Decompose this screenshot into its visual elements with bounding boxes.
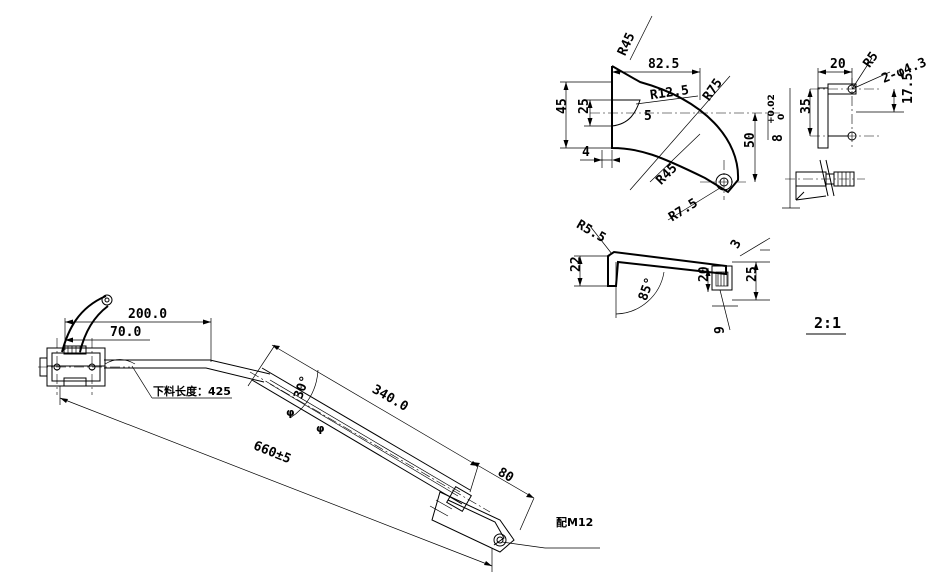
side-dim-17-5-label: 17.5 (901, 73, 916, 104)
lever-dim-3-label: 3 (728, 237, 745, 251)
side-dim-35-label: 35 (799, 98, 814, 114)
thread-note-label: 配M12 (556, 515, 593, 529)
cut-length-label: 下料长度：425 (153, 384, 231, 398)
lever-dim-25-label: 25 (745, 266, 760, 282)
r75-label: R75 (700, 76, 726, 104)
hub-block (38, 338, 130, 395)
dim-80-line: 80 (471, 461, 535, 531)
r45-top-label: R45 (615, 31, 639, 59)
detail-bracket-view: R45 82.5 R12.5 R75 45 25 5 (555, 15, 787, 225)
angle-30: 30° (247, 344, 319, 419)
dim-660-line: 660±5 (59, 386, 493, 572)
dim-8-label: 8 (771, 134, 786, 142)
end-clamp (429, 486, 515, 553)
dim-340-label: 340.0 (369, 382, 411, 415)
phi-mark-a: φ (286, 406, 295, 419)
tol-upper-label: +0.02 (767, 94, 777, 124)
dim-80-label: 80 (495, 465, 516, 486)
upper-rod (104, 359, 271, 383)
dim-70-line: 70.0 (65, 325, 150, 343)
dim-200-line: 200.0 (64, 307, 212, 362)
scale-note: 2:1 (806, 314, 846, 335)
side-r5-label: R5 (860, 49, 881, 70)
tol-lower-label: 0 (777, 114, 787, 120)
dim-660-label: 660±5 (251, 439, 293, 468)
side-dim-20-label: 20 (830, 57, 846, 72)
detail-lever-view: R5.5 3 22 85° 20 25 9 (569, 217, 771, 334)
dim-200-label: 200.0 (128, 307, 167, 322)
spring-hook (61, 294, 113, 353)
lever-dim-9-label: 9 (713, 326, 728, 334)
dim-340-line: 340.0 (271, 344, 479, 493)
dim-4-label: 4 (582, 145, 590, 160)
r12-5-label: R12.5 (649, 83, 690, 103)
lever-dim-22-label: 22 (569, 256, 584, 272)
cut-length-leader: 下料长度：425 (131, 365, 232, 399)
dim-82-5-label: 82.5 (648, 57, 679, 72)
dim-70-label: 70.0 (110, 325, 141, 340)
phi-mark-b: φ (316, 422, 325, 435)
dim-45-label: 45 (555, 98, 570, 114)
lever-r5-5-label: R5.5 (574, 217, 609, 246)
lever-angle-85-label: 85° (636, 276, 658, 303)
detail-side-view: 20 R5 2-φ4.3 35 17.5 (782, 49, 929, 209)
thread-leader: 配M12 (501, 515, 600, 549)
dim-25-label: 25 (577, 98, 592, 114)
dim-5-label: 5 (644, 109, 652, 124)
dim-50-label: 50 (743, 132, 758, 148)
inclined-arm (249, 367, 491, 513)
lever-dim-20-label: 20 (697, 266, 712, 282)
scale-label: 2:1 (814, 314, 841, 332)
r7-5-label: R7.5 (666, 196, 701, 225)
main-assembly-view: 200.0 70.0 下料长度：425 30° φ φ (38, 294, 600, 572)
